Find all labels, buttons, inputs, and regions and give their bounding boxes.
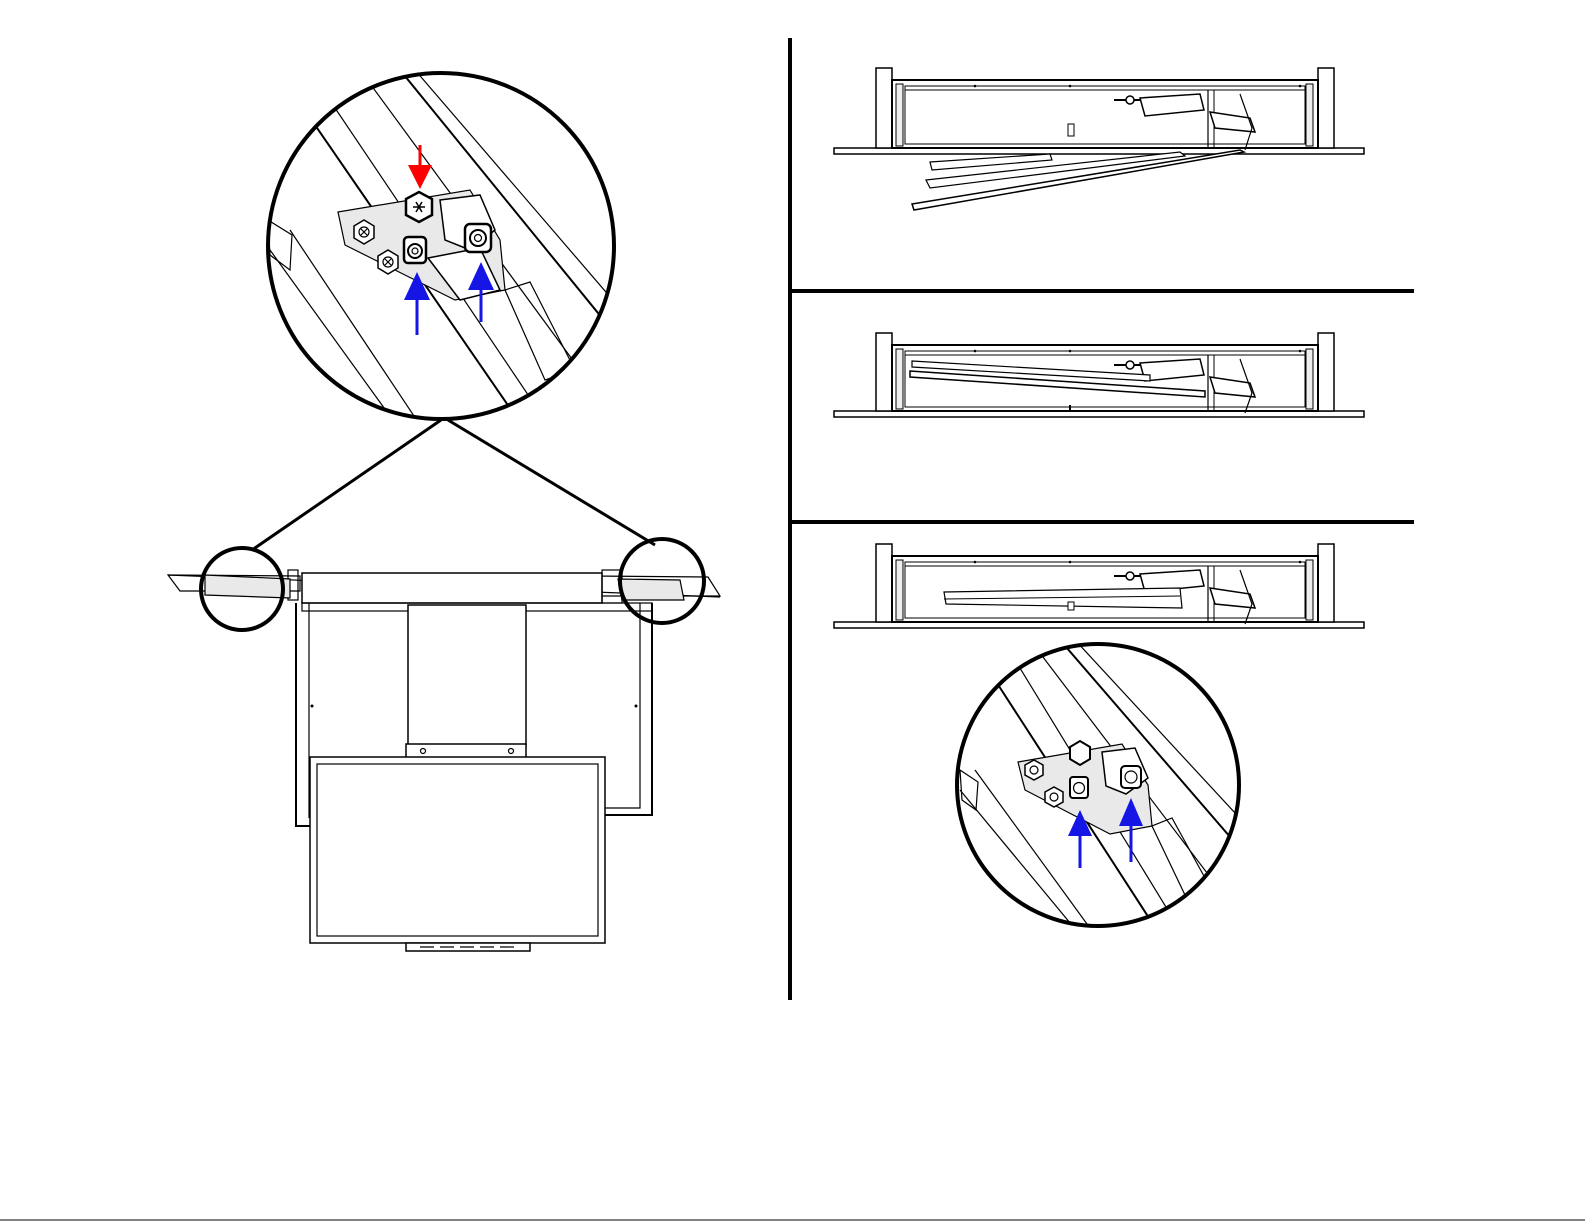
- hex-nut-icon: [378, 250, 398, 274]
- side-views: [834, 68, 1364, 628]
- hex-nut-icon: [1025, 760, 1043, 780]
- hex-bolt-icon: [406, 192, 432, 222]
- zoom-line-right: [448, 420, 655, 545]
- adjustment-nut-icon: [465, 224, 491, 252]
- adjustment-nut-icon: [1121, 766, 1141, 788]
- hex-nut-icon: [1045, 787, 1063, 807]
- adjustment-nut-icon: [1070, 777, 1088, 798]
- adjustment-nut-icon: [404, 237, 426, 263]
- step-2-panel-partially-closed: [834, 333, 1364, 417]
- step-1-panel-tilted-open: [834, 68, 1364, 210]
- hex-nut-icon: [354, 220, 374, 244]
- zoom-line-left: [252, 420, 441, 550]
- step-3-panel-closed-with-detail: [834, 544, 1364, 628]
- detail-circle-top: [268, 70, 630, 430]
- detail-circle-bottom: [957, 640, 1260, 935]
- tv-screen: [310, 757, 605, 943]
- hex-bolt-icon: [1070, 741, 1090, 765]
